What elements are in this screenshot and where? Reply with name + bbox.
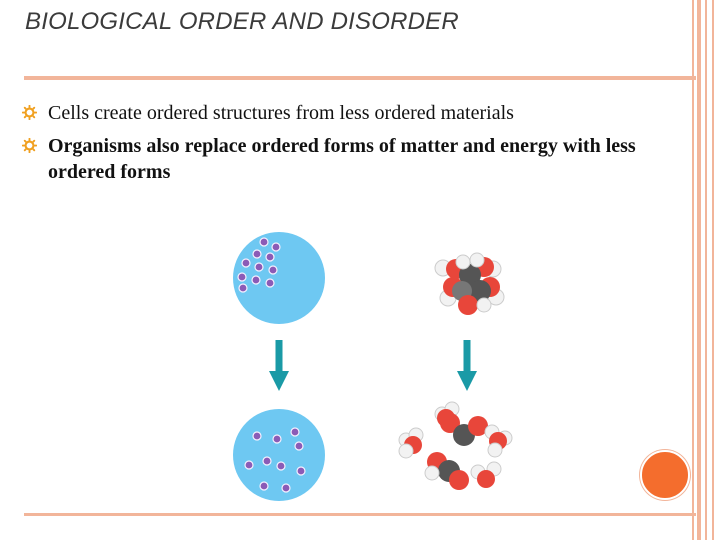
glucose-molecule <box>434 252 505 315</box>
water-molecule <box>398 427 424 459</box>
ordered-cell <box>233 232 325 324</box>
order-disorder-illustration <box>233 232 513 501</box>
co2-molecule <box>424 452 469 490</box>
bullet-item: Cells create ordered structures from les… <box>22 100 682 126</box>
bullet-list: Cells create ordered structures from les… <box>22 100 682 192</box>
co2-molecule <box>440 413 488 446</box>
slide-title: BIOLOGICAL ORDER AND DISORDER <box>25 8 459 35</box>
bullet-text: Organisms also replace ordered forms of … <box>48 135 636 183</box>
water-molecule <box>470 461 502 488</box>
decorative-corner-circle <box>640 450 690 500</box>
bullet-item: Organisms also replace ordered forms of … <box>22 133 682 185</box>
disordered-cell <box>233 409 325 501</box>
footer-divider <box>24 513 696 516</box>
title-divider <box>24 76 696 80</box>
bullet-text: Cells create ordered structures from les… <box>48 102 514 124</box>
water-molecule <box>484 424 513 458</box>
sun-bullet-icon <box>22 105 37 120</box>
down-arrow-icon <box>457 340 477 391</box>
decorative-frame-lines <box>692 0 714 540</box>
sun-bullet-icon <box>22 138 37 153</box>
down-arrow-icon <box>269 340 289 391</box>
